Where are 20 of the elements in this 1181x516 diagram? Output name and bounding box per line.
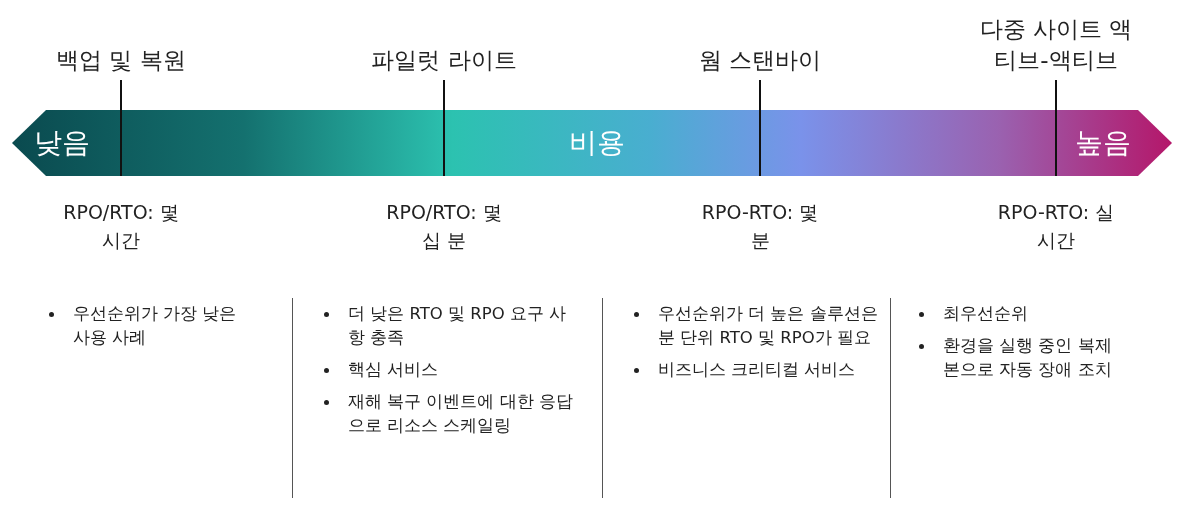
strategy-name: 웜 스탠바이 <box>697 46 823 75</box>
bullet-text: 우선순위가 더 높은 솔루션은 분 단위 RTO 및 RPO가 필요 <box>658 303 879 349</box>
rpo-rto-text: RPO-RTO: 실시간 <box>996 200 1116 253</box>
bullet-text: 비즈니스 크리티컬 서비스 <box>658 359 857 381</box>
rpo-rto-text: RPO/RTO: 몇십 분 <box>385 200 503 253</box>
bullet-text: 최우선순위 <box>943 303 1029 325</box>
rpo-rto-text: RPO/RTO: 몇 시간 <box>62 200 180 253</box>
strategy-name: 파일럿 라이트 <box>370 46 518 75</box>
band-label: 낮음 <box>34 125 90 161</box>
bullet-text: 핵심 서비스 <box>348 359 440 381</box>
cost-arrow-band <box>12 110 1172 176</box>
bullet-text: 재해 복구 이벤트에 대한 응답으로 리소스 스케일링 <box>348 391 574 437</box>
band-label: 비용 <box>569 125 625 161</box>
bullet-text: 우선순위가 가장 낮은 사용 사례 <box>73 303 238 349</box>
strategy-name: 다중 사이트 액티브-액티브 <box>978 15 1134 75</box>
band-label: 높음 <box>1075 125 1131 161</box>
bullet-text: 더 낮은 RTO 및 RPO 요구 사항 충족 <box>348 303 568 349</box>
strategy-name: 백업 및 복원 <box>55 46 187 75</box>
bullet-text: 환경을 실행 중인 복제본으로 자동 장애 조치 <box>943 335 1113 381</box>
rpo-rto-text: RPO-RTO: 몇 분 <box>700 200 820 253</box>
